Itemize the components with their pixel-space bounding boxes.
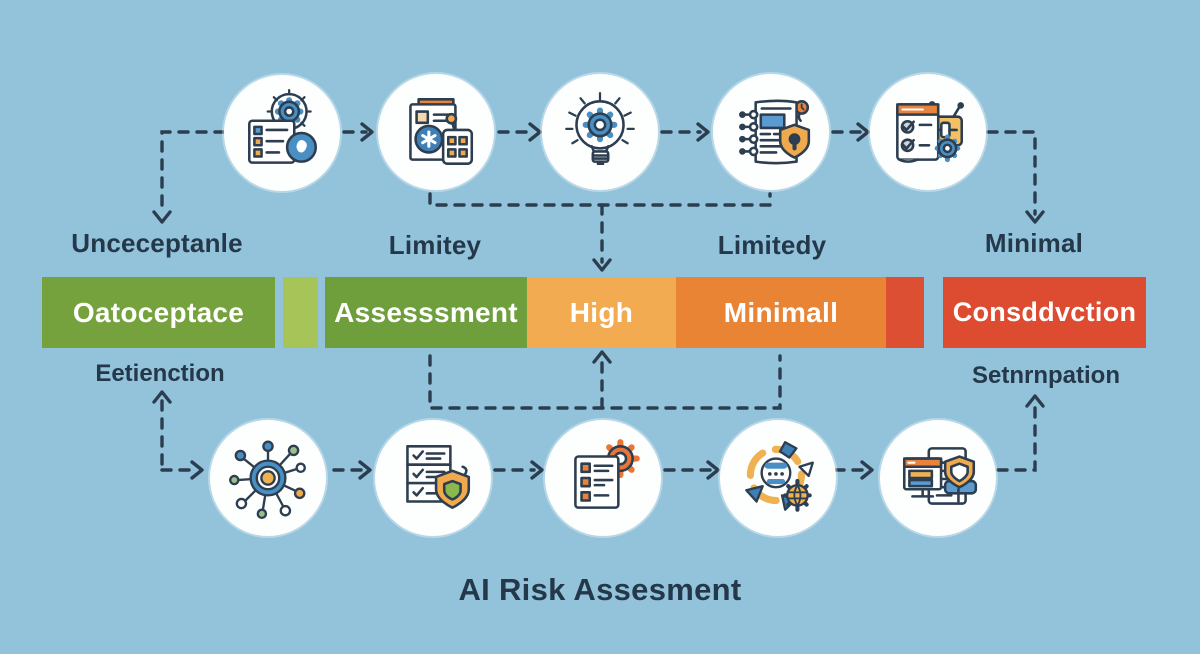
gear-icon [934,134,961,163]
calculator-icon [441,112,474,165]
risk-bar-segment-3-label: Assesssment [334,296,518,328]
gear-icon [600,439,640,478]
top-step-5-circle [870,74,986,190]
gear-icon [266,88,312,131]
top-step-2-circle [378,74,494,190]
risk-bar-segment-3: Assesssment [325,277,527,348]
bottom-step-5-circle [880,420,996,536]
risk-bar-segment-5-label: Minimall [723,296,839,328]
checklist-document [574,455,620,509]
process-cycle-robot-icon [745,441,814,512]
globe-gear-icon [783,479,812,512]
lightbulb-gear-icon [565,92,635,165]
risk-bar-segment-4: High [527,277,676,348]
checklist-gear-icon [574,439,640,509]
robot-head [760,457,792,489]
shield-icon [943,455,978,503]
page-title: AI Risk Assesment [458,572,742,607]
top-label-limited-2: Limitedy [717,230,827,260]
shield-lock-icon [778,123,811,159]
monitor-document-shield-icon [902,447,978,505]
monitor-icon [902,457,943,498]
risk-bar-segment-1-label: Oatoceptace [72,296,245,328]
rays [565,92,635,145]
risk-bar-segment-5: Minimall [676,277,886,348]
bottom-step-2-circle [375,420,491,536]
hub [249,459,287,497]
checklist-chip-gear-icon [896,101,965,163]
top-step-4-circle [713,74,829,190]
notebook-icon [739,99,798,165]
bottom-step-1-circle [210,420,326,536]
risk-bar-segment-1: Oatoceptace [42,277,275,348]
bottom-label-determination: Setnrnpation [972,362,1120,389]
robot-badge-icon [414,124,444,154]
checklist-shield-icon [406,445,471,509]
shield-icon [434,465,471,509]
bottom-step-3-circle [545,420,661,536]
risk-bar-segment-4-label: High [569,296,634,328]
top-label-minimal: Minimal [984,228,1084,258]
checklist-page-icon [896,103,940,163]
report-robot-calculator-icon [409,98,474,165]
notebook-shield-lock-icon [739,99,811,165]
scan-badge-icon [285,131,318,163]
top-label-unacceptable: Unceceptanle [71,228,243,258]
document-gear-scan-icon [248,88,318,164]
bulb-base [590,145,610,165]
top-step-3-circle [542,74,658,190]
risk-bar-segment-7: Consddvction [943,277,1146,348]
top-step-1-circle [224,75,340,191]
risk-bar-segment-2 [283,277,318,348]
gear-icon [582,107,618,143]
binder-rings [739,109,759,157]
network-node-icon [229,440,306,520]
pin-icon [794,100,810,123]
bottom-label-estimation: Eetienction [95,360,225,387]
risk-bar-segment-7-label: Consddvction [952,297,1137,327]
risk-bar-segment-6 [886,277,924,348]
bottom-step-4-circle [720,420,836,536]
top-label-limited-1: Limitey [388,230,482,260]
